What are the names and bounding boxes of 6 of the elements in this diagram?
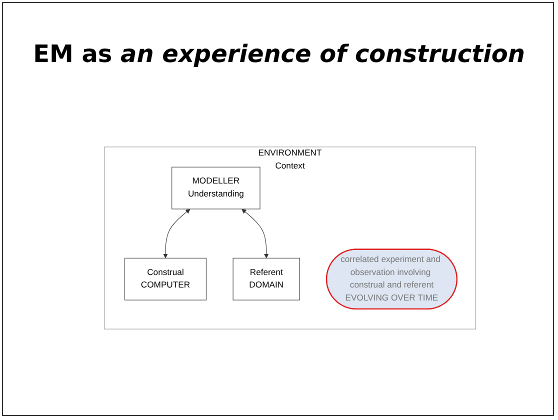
slide-title: EM as an experience of construction: [32, 40, 526, 68]
arrow: [163, 208, 190, 258]
arrow: [242, 208, 269, 258]
node-box: Construal COMPUTER: [124, 258, 206, 300]
node-box: Referent DOMAIN: [232, 258, 300, 300]
node-box: MODELLER Understanding: [172, 166, 260, 210]
